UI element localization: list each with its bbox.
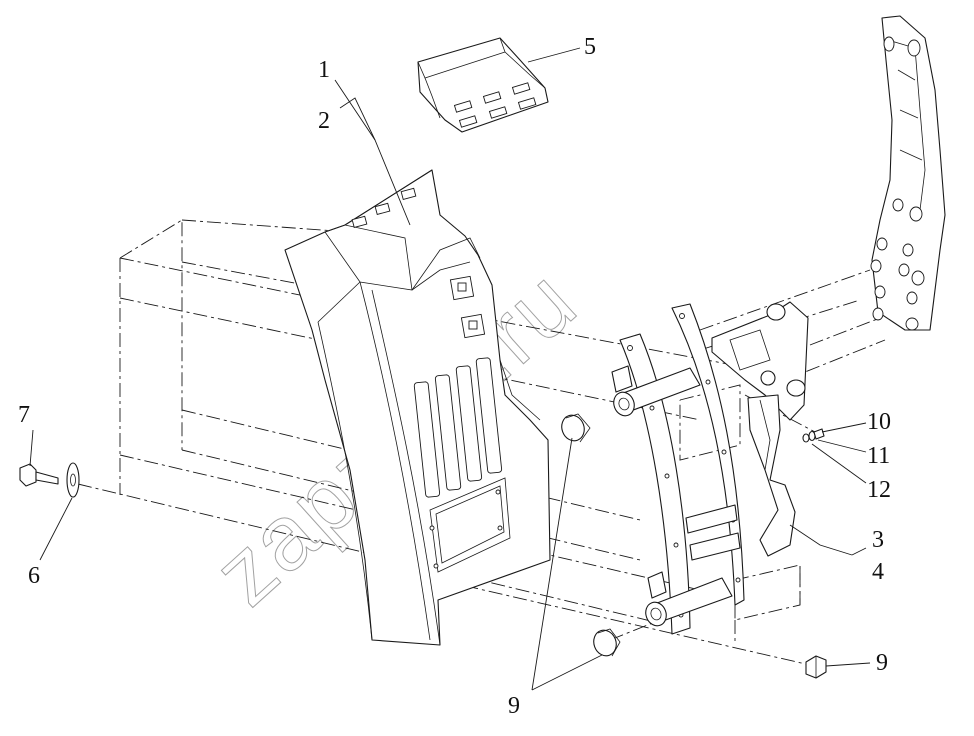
- callout-5: 5: [584, 34, 596, 60]
- part-9-cap-upper: [561, 413, 591, 443]
- leader-lines: [29, 47, 871, 691]
- hinge-bracket: [711, 301, 809, 557]
- callout-11: 11: [867, 443, 890, 469]
- part-3-rail-assembly: [611, 303, 745, 635]
- part-1-trim-panel: [284, 169, 551, 646]
- part-6-washer: [66, 462, 80, 498]
- part-7-bolt: [19, 463, 59, 487]
- callout-1: 1: [318, 57, 330, 83]
- mounting-bracket: [870, 15, 946, 331]
- callout-3: 3: [872, 527, 884, 553]
- callout-labels: 1 2 3 4 5 6 7 9 9 10 11 12: [18, 34, 891, 719]
- callout-6: 6: [28, 563, 40, 589]
- part-9-nut: [805, 655, 827, 679]
- part-5-clip: [417, 37, 549, 133]
- callout-4: 4: [872, 559, 884, 585]
- callout-12: 12: [867, 477, 891, 503]
- callout-2: 2: [318, 108, 330, 134]
- part-10-12-fasteners: [802, 428, 825, 443]
- callout-10: 10: [867, 409, 891, 435]
- part-9-cap-lower: [593, 628, 621, 657]
- callout-9-right: 9: [876, 650, 888, 676]
- callout-9-left: 9: [508, 693, 520, 719]
- callout-7: 7: [18, 402, 30, 428]
